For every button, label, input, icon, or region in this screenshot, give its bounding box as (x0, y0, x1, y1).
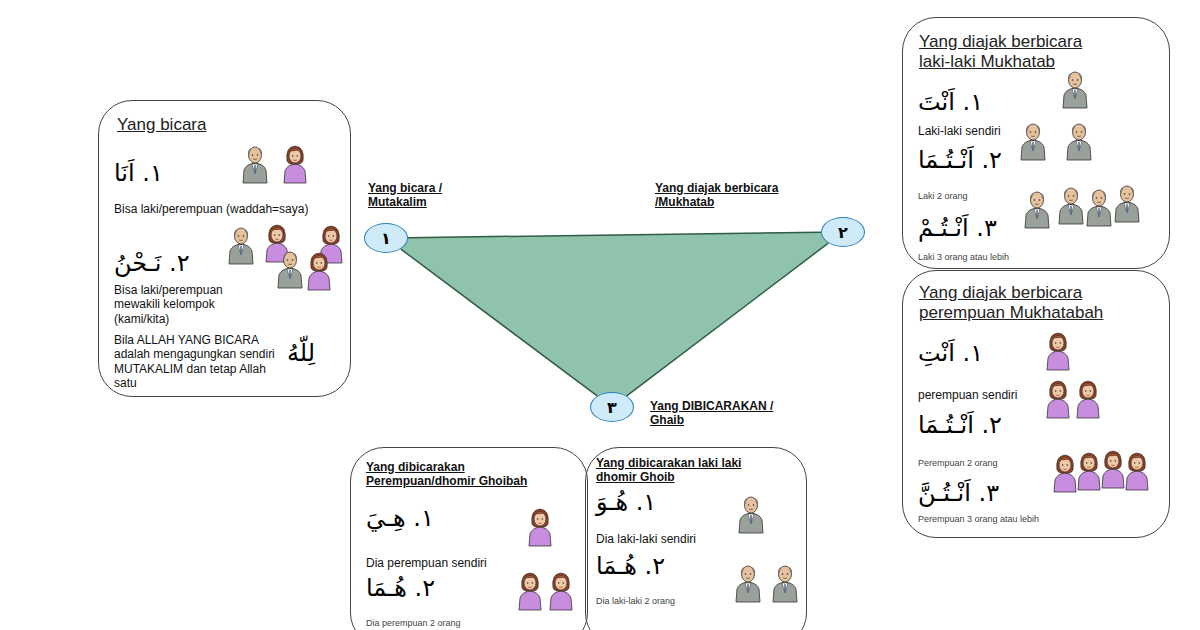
arabic-pronoun: ٢. هُـمَا (596, 552, 665, 581)
description-text: Laki 3 orang atau lebih (918, 252, 1009, 263)
arabic-pronoun: ١. اَنْتِ (918, 339, 983, 368)
arabic-pronoun: ٢. اَنْـتُـمَا (918, 146, 1002, 175)
triangle-side (627, 243, 829, 396)
description-text: Dia laki-laki 2 orang (596, 596, 675, 607)
description-text: Laki 2 orang (918, 191, 968, 202)
corner-label: Yang DIBICARAKAN / Ghaib (650, 399, 790, 428)
box-heading: Yang dibicarakan Perempuan/dhomir Ghoiba… (366, 460, 556, 489)
arabic-pronoun: لِلّهُ (287, 339, 315, 368)
box-heading: Yang dibicarakan laki laki dhomir Ghoib (596, 456, 766, 485)
description-text: Bila ALLAH YANG BICARA adalah mengagungk… (114, 333, 279, 391)
arabic-pronoun: ٢. اَنْـتُـمَا (918, 411, 1002, 440)
speaker-box: Yang bicara ١. اَنَا Bisa laki/perempuan (… (98, 100, 351, 397)
description-text: Perempuan 3 orang atau lebih (918, 514, 1039, 525)
corner-circle: ٢ (821, 217, 865, 247)
arabic-pronoun: ٢. هُـمَا (366, 574, 435, 603)
callout-number: ٣ (607, 398, 617, 417)
description-text: Dia laki-laki sendiri (596, 532, 696, 546)
callout-number: ٢ (838, 223, 848, 242)
arabic-pronoun: ١. اَنَا (114, 159, 163, 188)
box-heading: Yang diajak berbicara perempuan Mukhatab… (919, 283, 1139, 324)
corner-circle: ١ (364, 223, 408, 253)
arabic-pronoun: ٣. اَنْـتُـمْ (918, 214, 997, 243)
corner-circle: ٣ (590, 392, 634, 422)
corner-label: Yang diajak berbicara /Mukhatab (655, 181, 805, 210)
arabic-pronoun: ١. هُـوَ (596, 488, 656, 517)
description-text: Perempuan 2 orang (918, 458, 998, 469)
box-heading: Yang diajak berbicara laki-laki Mukhatab (919, 32, 1089, 73)
absent-female-box: Yang dibicarakan Perempuan/dhomir Ghoiba… (350, 447, 588, 630)
callout-number: ١ (381, 229, 391, 248)
description-text: Bisa laki/perempuan mewakili kelompok (k… (114, 283, 254, 326)
addressee-male-box: Yang diajak berbicara laki-laki Mukhatab… (902, 17, 1170, 269)
arabic-pronoun: ١. اَنْتَ (918, 88, 983, 117)
box-heading: Yang bicara (117, 115, 317, 135)
arabic-pronoun: ١. هِـيَ (366, 504, 434, 533)
triangle-side (401, 249, 597, 396)
description-text: Dia perempuan 2 orang (366, 618, 461, 629)
arabic-pronoun: ٣. اَنْـتُـنَّ (918, 479, 999, 508)
description-text: Laki-laki sendiri (918, 124, 1001, 138)
description-text: Bisa laki/perempuan (waddah=saya) (114, 202, 339, 216)
addressee-female-box: Yang diajak berbicara perempuan Mukhatab… (902, 270, 1170, 538)
triangle-side (408, 232, 821, 237)
description-text: Dia perempuan sendiri (366, 556, 487, 570)
corner-label: Yang bicara / Mutakalim (368, 181, 463, 210)
description-text: perempuan sendiri (918, 388, 1017, 402)
arabic-pronoun: ٢. نَـحْنُ (114, 249, 190, 278)
absent-male-box: Yang dibicarakan laki laki dhomir Ghoib ١… (585, 447, 807, 630)
